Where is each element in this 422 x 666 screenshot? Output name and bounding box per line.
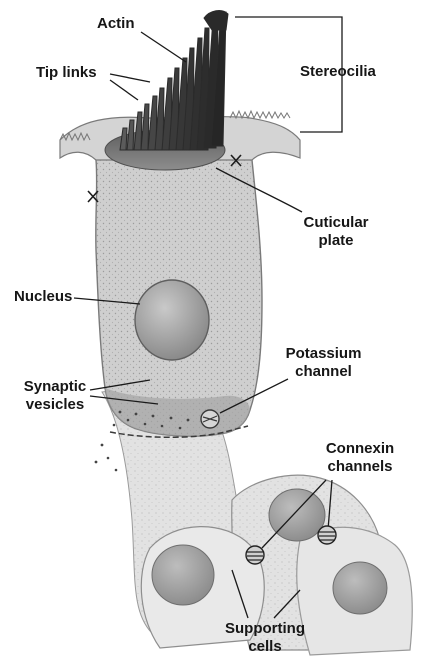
- label-connexin-channels-line1: Connexin: [314, 440, 406, 458]
- label-tip-links: Tip links: [36, 64, 97, 82]
- label-supporting-cells: Supporting cells: [210, 620, 320, 656]
- label-nucleus: Nucleus: [14, 288, 72, 306]
- hair-cell-nucleus: [135, 280, 209, 360]
- label-potassium-channel-line2: channel: [276, 363, 371, 381]
- label-synaptic-vesicles: Synaptic vesicles: [12, 378, 98, 414]
- label-synaptic-vesicles-line2: vesicles: [12, 396, 98, 414]
- stereocilia-bundle: [120, 11, 228, 150]
- label-supporting-cells-line1: Supporting: [210, 620, 320, 638]
- connexin-channel-1: [246, 546, 264, 564]
- supporting-nucleus-2: [269, 489, 325, 541]
- label-potassium-channel-line1: Potassium: [276, 345, 371, 363]
- connexin-channel-2: [318, 526, 336, 544]
- label-supporting-cells-line2: cells: [210, 638, 320, 656]
- label-actin: Actin: [97, 15, 135, 33]
- label-connexin-channels-line2: channels: [314, 458, 406, 476]
- label-connexin-channels: Connexin channels: [314, 440, 406, 476]
- label-potassium-channel: Potassium channel: [276, 345, 371, 381]
- potassium-channel-shape: [201, 410, 219, 428]
- label-cuticular-plate: Cuticular plate: [296, 214, 376, 250]
- label-cuticular-plate-line1: Cuticular: [296, 214, 376, 232]
- supporting-nucleus-1: [152, 545, 214, 605]
- hair-cell: [60, 111, 300, 471]
- supporting-nucleus-3: [333, 562, 387, 614]
- label-stereocilia: Stereocilia: [300, 63, 376, 81]
- label-synaptic-vesicles-line1: Synaptic: [12, 378, 98, 396]
- label-cuticular-plate-line2: plate: [296, 232, 376, 250]
